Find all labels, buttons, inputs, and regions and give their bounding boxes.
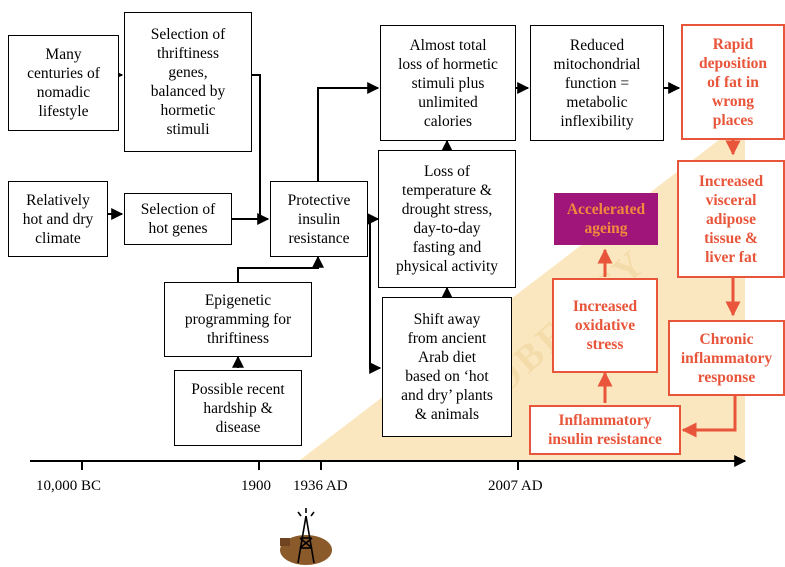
box-temperature-drought-loss: Loss of temperature & drought stress, da…	[378, 150, 516, 288]
box-diet-shift: Shift away from ancient Arab diet based …	[382, 297, 512, 437]
box-visceral-fat: Increased visceral adipose tissue & live…	[677, 160, 785, 278]
box-fat-deposition: Rapid deposition of fat in wrong places	[681, 24, 785, 140]
box-insulin-resistance: Protective insulin resistance	[270, 181, 368, 257]
box-hot-genes: Selection of hot genes	[124, 193, 232, 245]
box-hormetic-loss: Almost total loss of hormetic stimuli pl…	[380, 25, 516, 141]
tick-label-1936: 1936 AD	[293, 478, 348, 494]
box-nomadic-lifestyle: Many centuries of nomadic lifestyle	[8, 35, 119, 131]
tick-label-10000bc: 10,000 BC	[36, 478, 102, 494]
box-epigenetic-programming: Epigenetic programming for thriftiness	[164, 282, 312, 357]
box-accelerated-ageing: Accelerated ageing	[554, 193, 658, 245]
box-oxidative-stress: Increased oxidative stress	[552, 278, 658, 373]
box-recent-hardship: Possible recent hardship & disease	[174, 370, 302, 446]
box-chronic-inflammatory: Chronic inflammatory response	[668, 320, 785, 396]
tick-label-1900: 1900	[241, 478, 271, 494]
box-thriftiness-genes: Selection of thriftiness genes, balanced…	[124, 12, 252, 152]
box-mitochondrial-function: Reduced mitochondrial function = metabol…	[530, 25, 664, 141]
box-inflammatory-insulin-resistance: Inflammatory insulin resistance	[529, 405, 681, 455]
tick-label-2007: 2007 AD	[488, 478, 543, 494]
box-hot-dry-climate: Relatively hot and dry climate	[8, 181, 108, 257]
oil-derrick-icon	[280, 508, 332, 565]
